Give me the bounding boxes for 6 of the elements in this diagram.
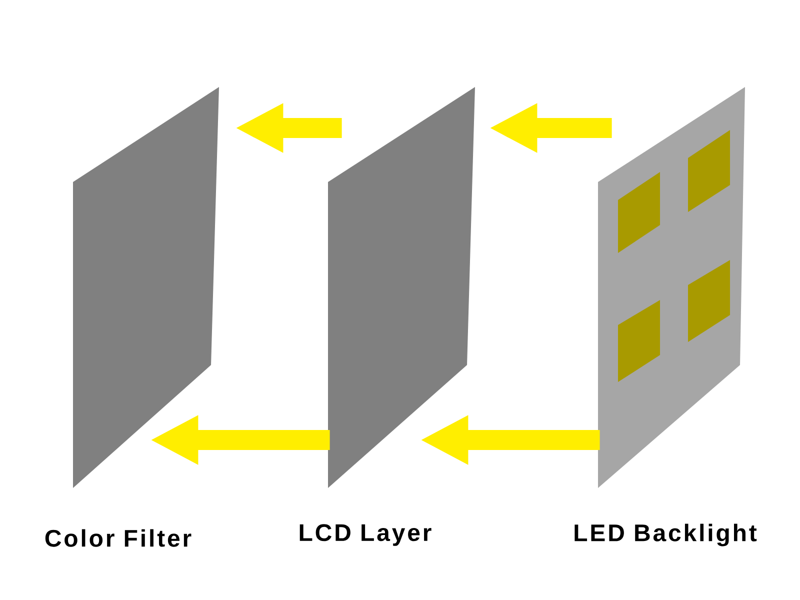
node-label: LED Backlight [574, 524, 757, 546]
node-label: LCD Layer [300, 524, 432, 546]
node-label: Color Filter [45, 529, 192, 547]
panel: LED Backlight [574, 87, 757, 546]
panel: LCD Layer [300, 87, 475, 546]
panel: Color Filter [45, 87, 219, 547]
